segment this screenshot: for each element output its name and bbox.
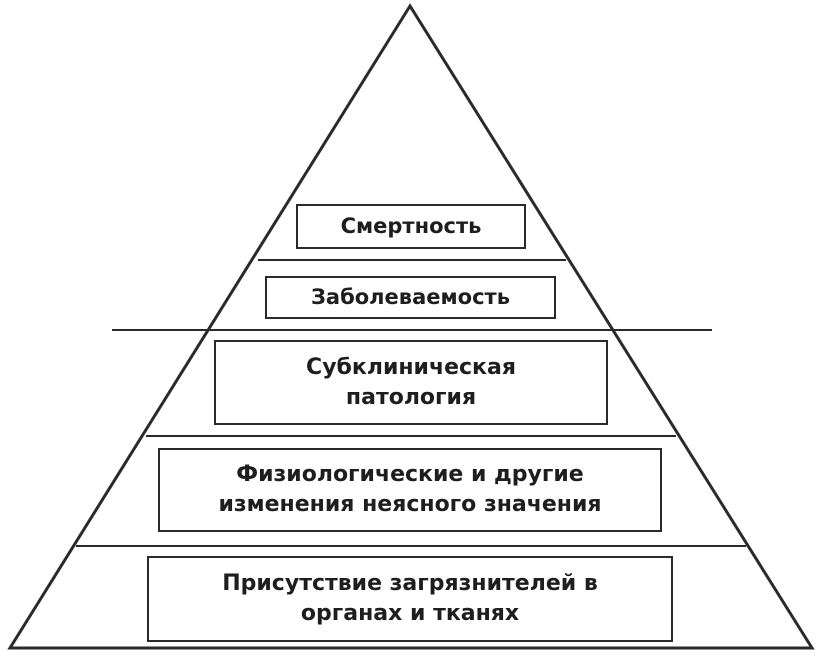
tier-morbidity: Заболеваемость: [265, 276, 556, 319]
tier-mortality: Смертность: [296, 204, 526, 249]
tier-subclinical-pathology: Субклиническая патология: [214, 340, 608, 425]
tier-morbidity-line-1: Заболеваемость: [311, 285, 510, 310]
tier-subclinical-line-1: Субклиническая: [306, 354, 516, 380]
tier-mortality-line-1: Смертность: [340, 214, 482, 239]
tier-physiological-line-1: Физиологические и другие: [236, 462, 584, 488]
pyramid-outline: [7, 3, 815, 650]
tier-pollutant-line-2: органах и тканях: [300, 601, 520, 626]
tier-subclinical-line-2: патология: [345, 384, 477, 410]
tier-physiological-changes: Физиологические и другие изменения неясн…: [158, 448, 662, 532]
tier-physiological-line-2: изменения неясного значения: [218, 492, 602, 517]
tier-pollutant-presence: Присутствие загрязнителей в органах и тк…: [147, 556, 673, 642]
tier-pollutant-line-1: Присутствие загрязнителей в: [222, 571, 598, 597]
